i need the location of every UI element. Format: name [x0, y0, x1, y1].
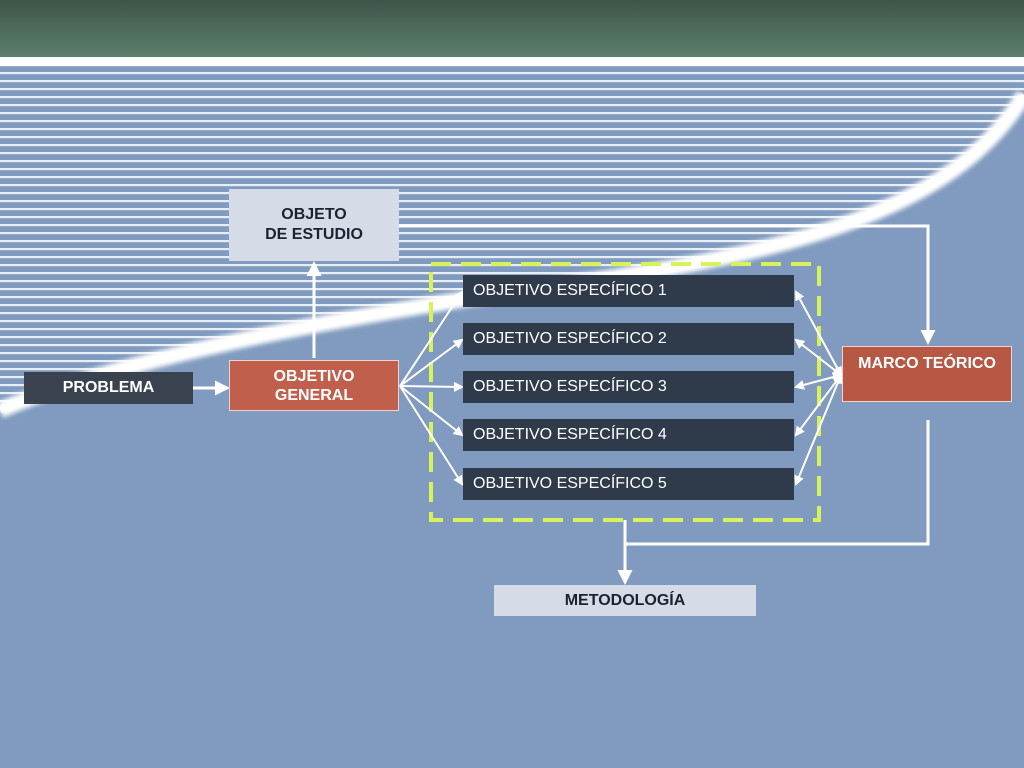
marco-teorico-label: MARCO TEÓRICO: [858, 355, 996, 372]
objetivo-especifico-2-label: OBJETIVO ESPECÍFICO 2: [473, 330, 667, 347]
objetivo-especifico-3-label: OBJETIVO ESPECÍFICO 3: [473, 378, 667, 395]
problema-box: PROBLEMA: [24, 372, 193, 404]
objetivo-especifico-4-label: OBJETIVO ESPECÍFICO 4: [473, 426, 667, 443]
objetivo-especifico-4-box: OBJETIVO ESPECÍFICO 4: [463, 419, 794, 451]
connector-marco-to-metodologia: [625, 420, 930, 546]
objetivo-especifico-1-box: OBJETIVO ESPECÍFICO 1: [463, 275, 794, 307]
arrow-general-to-especifico-4: [399, 385, 464, 437]
metodologia-label: METODOLOGÍA: [564, 591, 686, 609]
top-bar: [0, 0, 1024, 57]
objetivo-general-box: OBJETIVO GENERAL: [229, 360, 399, 411]
objetivo-general-line2: GENERAL: [274, 386, 354, 404]
objetivo-especifico-2-box: OBJETIVO ESPECÍFICO 2: [463, 323, 794, 355]
objetivo-especifico-3-box: OBJETIVO ESPECÍFICO 3: [463, 371, 794, 403]
metodologia-box: METODOLOGÍA: [494, 585, 756, 616]
objeto-de-estudio-box: OBJETO DE ESTUDIO: [229, 189, 399, 261]
arrow-marco-especifico-2: [794, 338, 843, 377]
objetivo-especifico-5-label: OBJETIVO ESPECÍFICO 5: [473, 475, 667, 492]
arrow-general-to-especifico-5: [399, 385, 464, 486]
arrow-marco-especifico-5: [794, 373, 843, 486]
objetivo-especifico-5-box: OBJETIVO ESPECÍFICO 5: [463, 468, 794, 500]
objetivo-general-line1: OBJETIVO: [273, 367, 355, 385]
arrow-objeto-to-marco: [399, 224, 936, 345]
objeto-de-estudio-line2: DE ESTUDIO: [265, 226, 363, 243]
objetivo-especifico-1-label: OBJETIVO ESPECÍFICO 1: [473, 282, 667, 299]
arrow-general-to-especifico-1: [399, 290, 464, 387]
objeto-de-estudio-line1: OBJETO: [281, 206, 347, 223]
arrow-general-to-especifico-2: [399, 338, 464, 387]
marco-teorico-box: MARCO TEÓRICO: [842, 346, 1012, 402]
arrow-general-to-especifico-3: [399, 381, 464, 392]
top-bar-white-rule: [0, 57, 1024, 66]
problema-label: PROBLEMA: [62, 379, 155, 396]
